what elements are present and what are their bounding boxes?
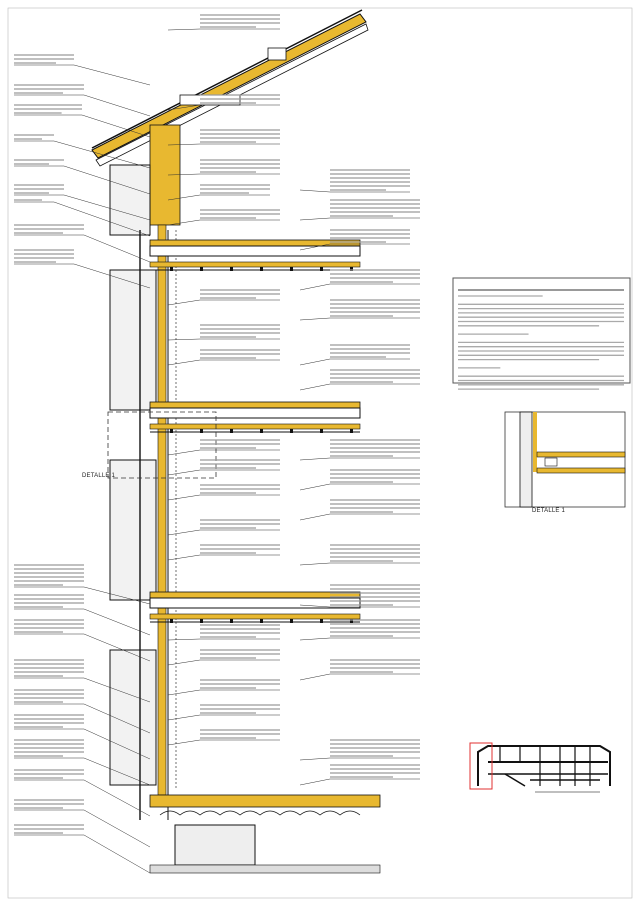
annotation-note (14, 159, 151, 195)
facade-wall (109, 164, 177, 820)
annotation-note (299, 229, 410, 251)
annotation-note (167, 679, 280, 696)
annotation-note (299, 544, 420, 566)
annotation-note (167, 324, 280, 341)
annotation-note (14, 249, 151, 289)
general-notes-box (452, 277, 631, 390)
annotation-note (14, 54, 151, 86)
annotation-note (14, 134, 151, 169)
annotation-note (14, 739, 151, 786)
annotation-note (14, 689, 151, 734)
annotation-note (14, 619, 151, 662)
annotation-note (167, 704, 280, 721)
annotation-note (14, 594, 151, 636)
annotation-note (167, 14, 280, 31)
foundation (149, 794, 381, 874)
annotation-note (14, 714, 151, 760)
floor-slabs (149, 239, 361, 623)
building-key-section (469, 742, 611, 793)
annotation-note (167, 729, 280, 746)
section-highlight-box (469, 742, 493, 790)
annotation-note (14, 799, 151, 848)
annotation-note (167, 159, 280, 176)
annotation-note (167, 209, 280, 226)
annotation-note (299, 439, 420, 461)
annotation-note (167, 544, 280, 561)
annotation-note (299, 199, 420, 221)
annotation-note (299, 369, 420, 391)
floor-slab (149, 591, 361, 623)
detail-1-view-title: DETALLE 1 (532, 508, 566, 514)
annotation-note (299, 299, 420, 321)
annotation-note (14, 659, 151, 703)
annotation-note (167, 289, 280, 306)
annotation-note (167, 649, 280, 666)
annotation-note (167, 459, 280, 476)
annotation-note (299, 469, 420, 491)
annotation-note (299, 269, 420, 291)
annotation-note (167, 94, 280, 111)
annotation-note (14, 104, 151, 138)
annotation-note (14, 824, 151, 874)
annotation-note (14, 84, 151, 117)
annotation-note (167, 519, 280, 536)
annotation-note (299, 619, 420, 641)
annotation-note (167, 129, 280, 146)
annotation-note (167, 484, 280, 501)
annotation-note (167, 439, 280, 456)
annotation-leaders (14, 14, 420, 874)
annotation-note (14, 184, 151, 221)
annotation-note (167, 349, 280, 366)
annotation-note (299, 659, 420, 681)
annotation-note (14, 564, 151, 605)
annotation-note (299, 584, 420, 608)
annotation-note (299, 764, 420, 786)
detail-1-callout-label: DETALLE 1 (82, 473, 116, 479)
annotation-note (14, 224, 151, 263)
floor-slab (149, 239, 361, 271)
detail-1-view (504, 411, 626, 508)
annotation-note (167, 184, 270, 201)
detail-1-callout-box[interactable] (107, 411, 217, 479)
annotation-note (167, 624, 280, 641)
annotation-note (299, 169, 410, 193)
annotation-note (14, 769, 151, 817)
annotation-note (299, 344, 410, 366)
annotation-note (14, 199, 151, 237)
sheet-frame (7, 7, 633, 899)
floor-slab (149, 401, 361, 433)
annotation-note (299, 739, 420, 761)
annotation-note (299, 499, 420, 521)
